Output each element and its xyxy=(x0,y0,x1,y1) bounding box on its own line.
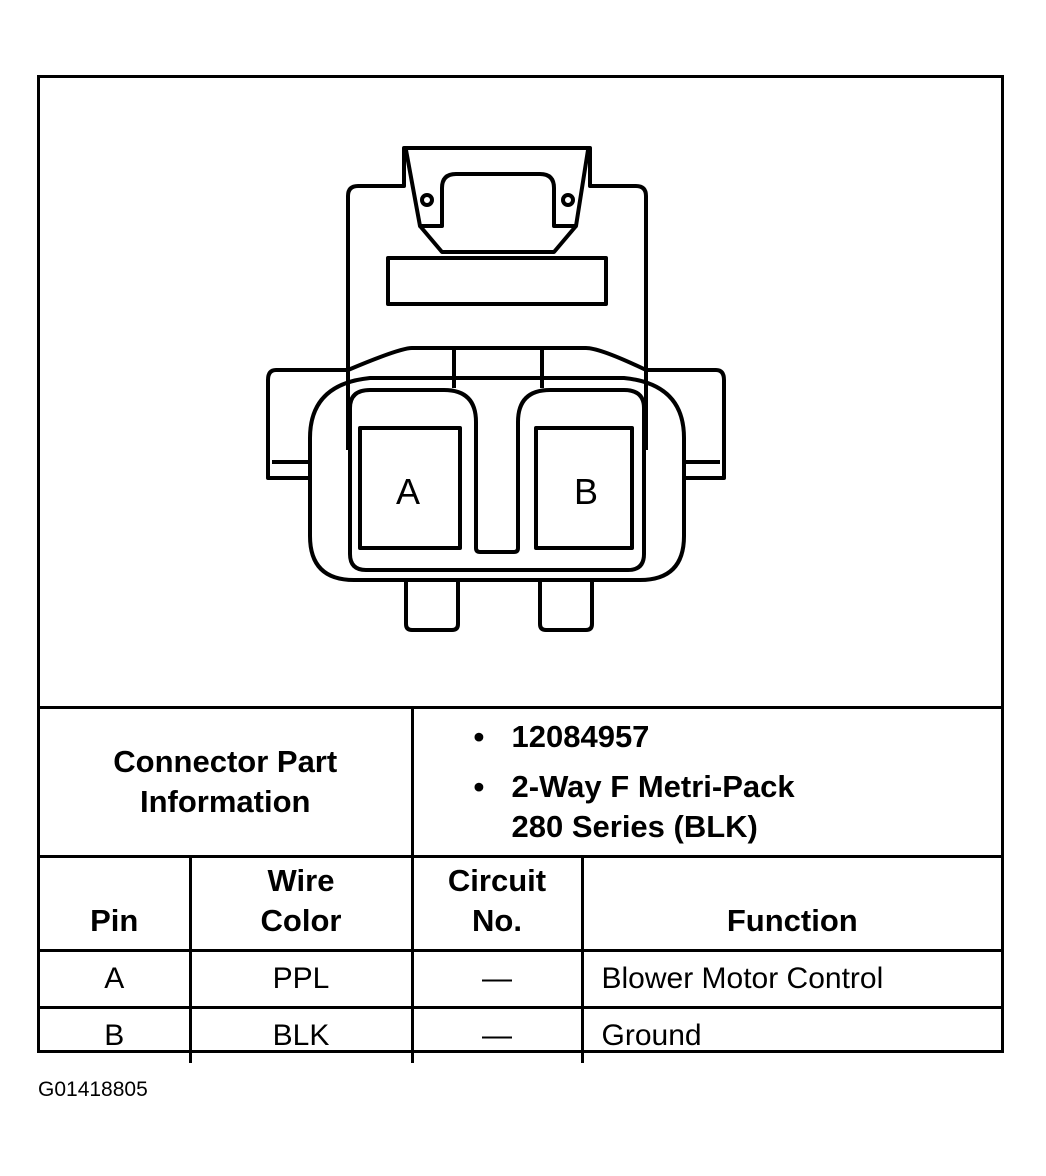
pin-a-cavity xyxy=(358,426,462,550)
header-function: Function xyxy=(580,855,1002,952)
row-b-pin: B xyxy=(40,1006,192,1063)
connector-part-label-line1: Connector Part xyxy=(113,744,338,779)
row-b-function: Ground xyxy=(580,1006,1002,1063)
header-pin: Pin xyxy=(40,855,192,952)
left-ear xyxy=(266,368,348,480)
pin-a-label: A xyxy=(396,471,420,512)
tab-bar xyxy=(386,256,608,306)
row-b-circuit: — xyxy=(410,1006,584,1063)
header-wire-color: Wire Color xyxy=(188,855,414,952)
connector-drawing: A B xyxy=(40,78,1001,706)
locking-tab xyxy=(404,149,590,228)
table-row: A PPL — Blower Motor Control xyxy=(40,949,1002,1009)
row-b-wire-color: BLK xyxy=(188,1006,414,1063)
connector-part-row: Connector Part Information 12084957 2-Wa… xyxy=(40,706,1002,858)
connector-part-label-line2: Information xyxy=(140,784,311,819)
row-a-function: Blower Motor Control xyxy=(580,949,1002,1009)
header-circuit-no: Circuit No. xyxy=(410,855,584,952)
connector-face-svg: A B xyxy=(266,146,726,632)
connector-part-details-cell: 12084957 2-Way F Metri-Pack 280 Series (… xyxy=(410,706,1002,858)
connector-part-label-cell: Connector Part Information xyxy=(40,706,414,858)
table-row: B BLK — Ground xyxy=(40,1006,1002,1063)
connector-info-table: Connector Part Information 12084957 2-Wa… xyxy=(40,706,1002,1063)
row-a-wire-color: PPL xyxy=(188,949,414,1009)
row-a-pin: A xyxy=(40,949,192,1009)
connector-upper-housing xyxy=(346,146,648,450)
pin-b-label: B xyxy=(574,471,598,512)
table-header-row: Pin Wire Color Circuit No. Function xyxy=(40,855,1002,952)
row-a-circuit: — xyxy=(410,949,584,1009)
connector-description: 2-Way F Metri-Pack 280 Series (BLK) xyxy=(474,767,1002,847)
diagram-frame: A B Connector Part Information 12084957 … xyxy=(37,75,1004,1063)
connector-body xyxy=(308,376,686,582)
right-ear xyxy=(646,368,726,480)
figure-id: G01418805 xyxy=(38,1078,148,1101)
pin-b-cavity xyxy=(534,426,634,550)
part-number: 12084957 xyxy=(474,717,1002,757)
left-key xyxy=(404,580,460,632)
right-key xyxy=(538,580,594,632)
